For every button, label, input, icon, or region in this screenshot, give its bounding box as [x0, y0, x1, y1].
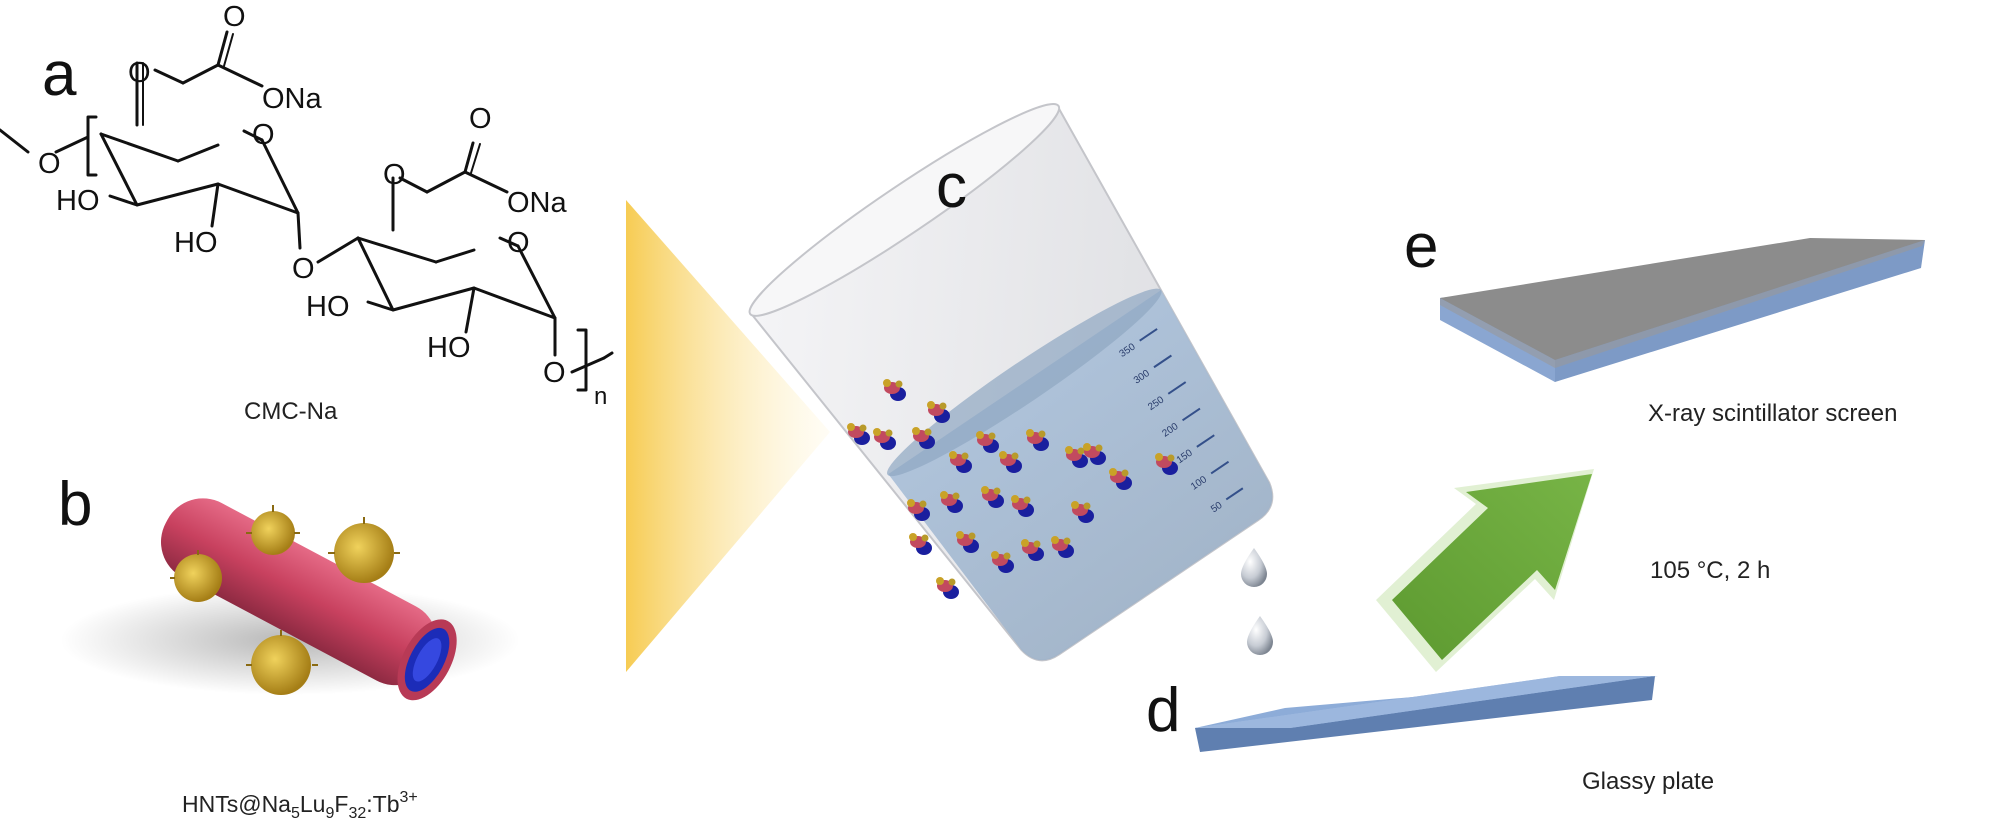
cmc-na-atom-labels: O O O ONa O HO HO O O O ONa O HO HO O n	[38, 1, 607, 410]
dispersed-particle	[981, 486, 1004, 508]
panel-letter-a: a	[42, 40, 77, 109]
caption-cmc-na: CMC-Na	[244, 398, 338, 425]
panel-letter-e: e	[1404, 212, 1439, 281]
dispersed-particle	[1026, 429, 1049, 451]
atom-ho-ring2-b: HO	[427, 332, 471, 364]
atom-ona-ring1: ONa	[262, 83, 323, 115]
dispersed-particle	[1071, 501, 1094, 523]
dispersed-particle	[1051, 536, 1074, 558]
dispersed-particle	[907, 499, 930, 521]
atom-o-ring2-carbonyl: O	[469, 103, 492, 135]
liquid-surface	[887, 288, 1162, 477]
beaker-liquid	[888, 290, 1273, 661]
droplets	[1241, 548, 1273, 655]
scintillator-screen	[1440, 238, 1925, 382]
nanoparticle	[334, 523, 394, 583]
dispersed-particle	[927, 401, 950, 423]
dispersed-particle	[949, 451, 972, 473]
water-drop-icon	[1247, 616, 1273, 655]
dispersed-particle	[883, 379, 906, 401]
nanoparticle	[174, 554, 222, 602]
dispersed-particle	[936, 577, 959, 599]
dispersed-particle	[1021, 539, 1044, 561]
dispersed-particle	[909, 533, 932, 555]
dispersed-particle	[991, 551, 1014, 573]
beaker-rim	[748, 103, 1061, 317]
dispersed-particle	[1065, 446, 1088, 468]
repeat-unit-n: n	[594, 383, 607, 410]
nanotube-body	[160, 498, 438, 686]
atom-o-ring1-carbonyl: O	[223, 1, 246, 33]
process-arrow-icon	[1376, 469, 1594, 672]
nanoparticle	[251, 635, 311, 695]
atom-ona-ring2: ONa	[507, 187, 568, 219]
dispersed-particle	[1011, 495, 1034, 517]
panel-letter-d: d	[1146, 676, 1181, 745]
glassy-plate	[1195, 676, 1658, 752]
beaker-scale	[1139, 328, 1244, 501]
atom-ho-ring1-b: HO	[174, 227, 218, 259]
caption-scintillator-screen: X-ray scintillator screen	[1648, 400, 1898, 427]
dispersed-particle	[976, 431, 999, 453]
atom-o-ring2-ether: O	[383, 159, 406, 191]
atom-o-ring2: O	[507, 227, 530, 259]
atom-o-glycosidic: O	[292, 253, 315, 285]
atom-o-ring1: O	[252, 119, 275, 151]
dispersed-particle	[1155, 453, 1178, 475]
caption-hnts: HNTs@Na5Lu9F32:Tb3+	[182, 789, 418, 822]
water-drop-icon	[1241, 548, 1267, 587]
atom-o-link-right: O	[543, 357, 566, 389]
dispersed-particle	[912, 427, 935, 449]
nanoparticles	[170, 505, 400, 695]
atom-o-link-left: O	[38, 148, 61, 180]
particle-spikes	[170, 505, 400, 666]
dispersed-particle	[940, 491, 963, 513]
dispersed-particle	[847, 423, 870, 445]
beaker-illustration: 50 100 150 200 250 300 350	[748, 103, 1274, 662]
dispersed-particle	[999, 451, 1022, 473]
atom-o-ring1-ether: O	[128, 57, 151, 89]
light-cone	[626, 200, 830, 672]
cmc-na-structure	[0, 30, 614, 392]
hnts-nanotube-illustration	[60, 498, 520, 701]
dispersed-particle	[873, 428, 896, 450]
dispersed-particle	[1109, 468, 1132, 490]
dispersed-particle	[956, 531, 979, 553]
atom-ho-ring1-a: HO	[56, 185, 100, 217]
panel-letter-b: b	[58, 470, 93, 539]
dispersed-particle	[1083, 443, 1106, 465]
atom-ho-ring2-a: HO	[306, 291, 350, 323]
process-condition: 105 °C, 2 h	[1650, 557, 1770, 584]
caption-glassy-plate: Glassy plate	[1582, 768, 1715, 795]
panel-letter-c: c	[936, 152, 967, 221]
dispersed-particles	[847, 379, 1178, 599]
nanoparticle	[251, 511, 295, 555]
